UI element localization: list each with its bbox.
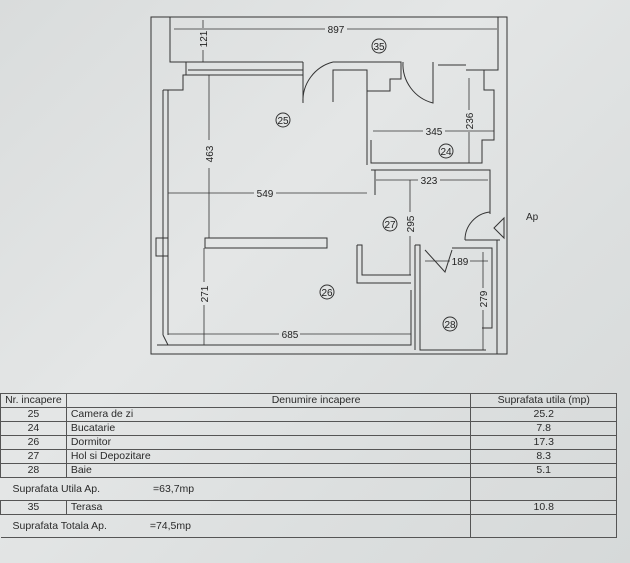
floor-plan: 897 121 463 549 271 685 345 236 323 295 … <box>150 16 508 355</box>
dim-bedroom-height: 271 <box>200 285 211 302</box>
header-area: Suprafata utila (mp) <box>470 393 617 408</box>
grand-total-cell: Suprafata Totala Ap. =74,5mp <box>0 514 472 538</box>
room-marker-28: 28 <box>444 320 456 331</box>
row-name: Dormitor <box>65 435 472 450</box>
table-row: 25 Camera de zi 25.2 <box>0 407 617 422</box>
grand-total-label: Suprafata Totala Ap. <box>12 519 107 532</box>
entrance-arrow-icon <box>493 216 505 240</box>
useful-total-value: =63,7mp <box>152 482 195 495</box>
table-row: 24 Bucatarie 7.8 <box>0 421 617 436</box>
row-area: 10.8 <box>470 500 617 515</box>
dim-hall-height: 295 <box>406 215 417 232</box>
row-area: 7.8 <box>470 421 617 436</box>
useful-total-label: Suprafata Utila Ap. <box>12 482 101 495</box>
dim-bedroom-width: 685 <box>282 330 299 341</box>
grand-total-value: =74,5mp <box>149 519 191 532</box>
row-area: 17.3 <box>470 435 617 450</box>
dim-living-height: 463 <box>205 145 216 162</box>
room-marker-25: 25 <box>277 116 289 127</box>
row-name: Terasa <box>65 500 472 515</box>
row-nr: 26 <box>0 435 67 450</box>
row-area: 8.3 <box>470 449 617 464</box>
useful-total-row: Suprafata Utila Ap. =63,7mp <box>0 477 617 501</box>
dim-terrace-depth: 121 <box>199 30 210 47</box>
empty-cell <box>470 477 617 501</box>
dim-bath-height: 279 <box>479 290 490 307</box>
entrance-label: Ap <box>526 212 539 223</box>
row-nr: 27 <box>0 449 67 464</box>
room-marker-27: 27 <box>384 220 396 231</box>
terrace-row: 35 Terasa 10.8 <box>0 500 617 515</box>
table-row: 28 Baie 5.1 <box>0 463 617 478</box>
dim-hall-width: 323 <box>421 176 438 187</box>
header-nr: Nr. incapere <box>0 393 67 408</box>
row-nr: 28 <box>0 463 67 478</box>
room-schedule: Nr. incapere Denumire incapere Suprafata… <box>0 393 620 538</box>
table-row: 27 Hol si Depozitare 8.3 <box>0 449 617 464</box>
room-marker-24: 24 <box>440 147 452 158</box>
dim-bath-width: 189 <box>452 257 469 268</box>
row-nr: 25 <box>0 407 67 422</box>
empty-cell <box>470 514 617 538</box>
row-name: Hol si Depozitare <box>65 449 472 464</box>
room-marker-35: 35 <box>373 42 385 53</box>
row-name: Bucatarie <box>65 421 472 436</box>
outer-frame <box>150 16 508 355</box>
dim-overall-width: 897 <box>328 25 345 36</box>
table-row: 26 Dormitor 17.3 <box>0 435 617 450</box>
row-area: 5.1 <box>470 463 617 478</box>
row-area: 25.2 <box>470 407 617 422</box>
dim-living-width: 549 <box>257 189 274 200</box>
room-marker-26: 26 <box>321 288 333 299</box>
row-nr: 35 <box>0 500 67 515</box>
row-name: Baie <box>65 463 472 478</box>
row-name: Camera de zi <box>65 407 472 422</box>
grand-total-row: Suprafata Totala Ap. =74,5mp <box>0 514 617 538</box>
useful-total-cell: Suprafata Utila Ap. =63,7mp <box>0 477 472 501</box>
header-name: Denumire incapere <box>65 393 472 408</box>
table-header-row: Nr. incapere Denumire incapere Suprafata… <box>0 393 617 408</box>
row-nr: 24 <box>0 421 67 436</box>
dim-kitchen-height: 236 <box>465 112 476 129</box>
dim-kitchen-width: 345 <box>426 127 443 138</box>
